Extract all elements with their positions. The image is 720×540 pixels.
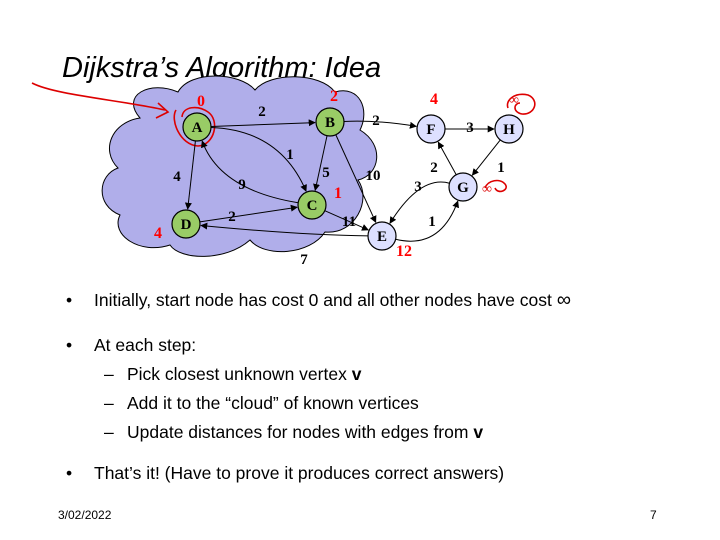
infinity-symbol: ∞ [556, 289, 572, 311]
node-b: B [315, 107, 345, 137]
edge-c-e [324, 210, 369, 231]
nodes: A B C D E F G H [171, 107, 524, 251]
bullet-text: Initially, start node has cost 0 and all… [94, 290, 552, 310]
edge-b-c [313, 135, 328, 192]
annotation-scribble-g [484, 179, 507, 193]
cost-label-d: 4 [154, 225, 162, 242]
node-g: G [448, 172, 478, 202]
edge-weight-b-c: 5 [322, 165, 330, 181]
node-circle [367, 221, 397, 251]
sub-bullet-text: Pick closest unknown vertex [127, 364, 352, 384]
dash: – [104, 422, 114, 442]
cost-label-c: 1 [334, 185, 342, 202]
sub-bullet-text: Add it to the “cloud” of known vertices [127, 393, 419, 413]
edge-weight-c-a: 9 [238, 177, 246, 193]
edge-weight-c-e: 11 [342, 214, 356, 230]
edge-weight-f-h: 3 [466, 120, 474, 136]
edge-weight-h-g: 1 [497, 160, 505, 176]
annotation-scribble-h [506, 93, 536, 115]
edge-weight-e-g: 1 [428, 214, 436, 230]
hand-annotations [31, 82, 536, 193]
node-h: H [494, 114, 524, 144]
node-circle [448, 172, 478, 202]
edge-e-g [395, 200, 459, 242]
node-circle [315, 107, 345, 137]
bullet-text: At each step: [94, 335, 197, 355]
bullet-initially: • Initially, start node has cost 0 and al… [66, 289, 571, 312]
edge-weight-a-b: 2 [258, 104, 266, 120]
node-a: A [182, 112, 212, 142]
bullet-dot: • [66, 463, 73, 483]
vertex-v: v [351, 364, 362, 384]
bullet-dot: • [66, 290, 73, 310]
cost-label-f: 4 [430, 91, 438, 108]
cost-label-a: 0 [197, 93, 205, 110]
node-c: C [297, 190, 327, 220]
node-label: C [307, 198, 318, 214]
sub-bullet-text: Update distances for nodes with edges fr… [127, 422, 474, 442]
dash: – [104, 393, 114, 413]
annotation-circle-a [173, 106, 216, 147]
edge-weight-b-e: 10 [366, 168, 381, 184]
edge-e-d [200, 222, 369, 237]
bullet-thats-it: • That’s it! (Have to prove it produces c… [66, 463, 504, 484]
node-label: H [503, 122, 515, 138]
cost-label-b: 2 [330, 88, 338, 105]
node-circle [416, 114, 446, 144]
cost-label-e: 12 [396, 243, 412, 260]
edge-a-b [210, 119, 316, 127]
edge-a-d [184, 140, 196, 210]
edge-weight-e-d: 7 [300, 252, 308, 268]
edge-weight-a-c: 1 [286, 147, 294, 163]
infinity-mark: ∞ [482, 182, 492, 197]
node-d: D [171, 209, 201, 239]
edge-weight-g-f: 2 [430, 160, 438, 176]
edge-g-e [389, 181, 450, 224]
node-label: D [181, 217, 192, 233]
annotation-arrow [31, 82, 166, 111]
edge-b-e [335, 134, 377, 223]
node-circle [182, 112, 212, 142]
node-circle [297, 190, 327, 220]
edge-d-c [199, 204, 298, 223]
footer-page-number: 7 [650, 508, 657, 522]
node-label: F [426, 122, 435, 138]
edge-b-f [343, 120, 417, 129]
bullet-text: That’s it! (Have to prove it produces co… [94, 463, 505, 483]
edge-weight-a-d: 4 [173, 169, 181, 185]
sub-bullet-pick: –Pick closest unknown vertex v [104, 364, 361, 385]
edge-weight-g-e: 3 [414, 179, 422, 195]
bullet-dot: • [66, 335, 73, 355]
node-e: E [367, 221, 397, 251]
node-f: F [416, 114, 446, 144]
edge-weight-d-c: 2 [228, 209, 236, 225]
node-label: A [192, 120, 203, 136]
edge-h-g [471, 139, 501, 176]
node-label: E [377, 229, 387, 245]
node-circle [171, 209, 201, 239]
edge-weight-b-f: 2 [372, 113, 380, 129]
annotation-arrow-head [155, 102, 170, 119]
edge-c-a [201, 140, 299, 204]
node-circle [494, 114, 524, 144]
node-label: B [325, 115, 335, 131]
infinity-mark: ∞ [509, 93, 519, 108]
bullet-each-step: • At each step: [66, 335, 196, 356]
edges [184, 119, 501, 242]
edge-g-f [437, 141, 457, 175]
footer-date: 3/02/2022 [58, 508, 112, 522]
vertex-v: v [473, 422, 484, 442]
edge-a-c [210, 127, 307, 192]
sub-bullet-update: –Update distances for nodes with edges f… [104, 422, 483, 443]
node-label: G [457, 180, 469, 196]
dash: – [104, 364, 114, 384]
sub-bullet-add: –Add it to the “cloud” of known vertices [104, 393, 419, 414]
